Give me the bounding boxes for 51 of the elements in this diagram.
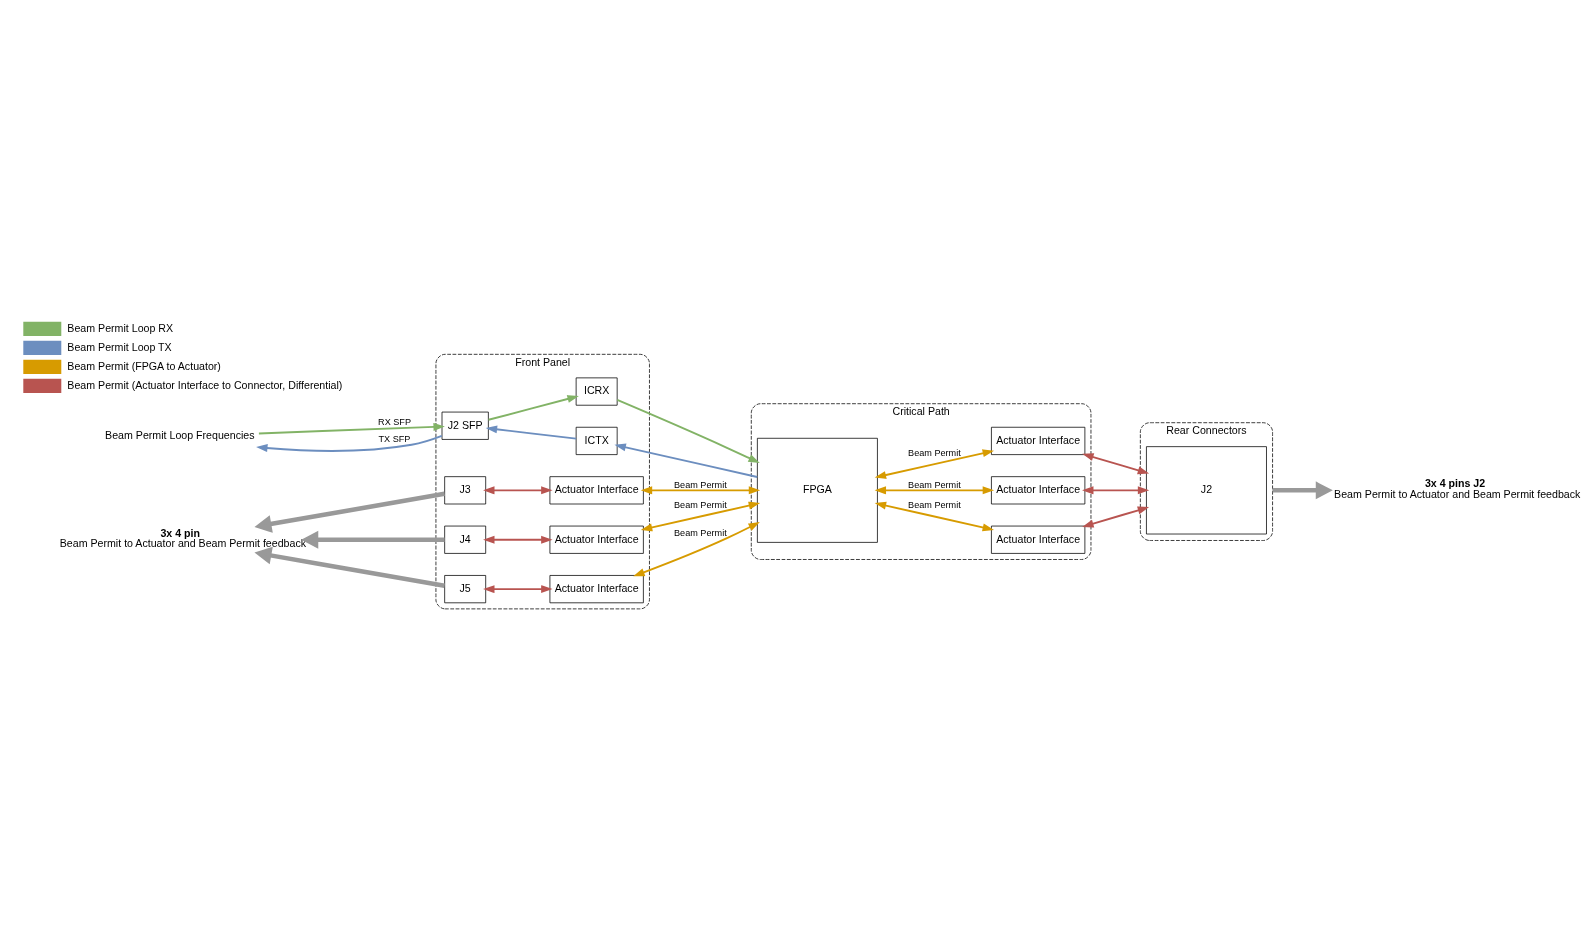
legend-label: Beam Permit Loop RX [67, 321, 174, 334]
arrow [301, 530, 445, 549]
edge-label: Beam Permit [674, 479, 727, 490]
arrow [485, 424, 577, 440]
arrow [616, 398, 760, 463]
node-box: Actuator Interface [549, 525, 644, 554]
arrow [254, 546, 445, 588]
arrow [483, 535, 553, 544]
arrow [874, 501, 995, 531]
node-box: J2 SFP [441, 411, 489, 440]
node-box: J3 [444, 475, 487, 504]
legend-label: Beam Permit (Actuator Interface to Connector, Differential) [67, 378, 343, 391]
node-box: J2 [1146, 445, 1267, 534]
edge-label: Beam Permit [674, 527, 727, 538]
node-box: Actuator Interface [991, 426, 1086, 455]
arrow [640, 485, 761, 494]
node-box: Actuator Interface [549, 475, 644, 504]
arrow [640, 501, 761, 531]
edge-label: Beam Permit [908, 447, 961, 458]
node-box: ICTX [575, 426, 618, 455]
node-box: Actuator Interface [991, 475, 1086, 504]
edge-label: Beam Permit [674, 499, 727, 510]
arrow [1272, 480, 1333, 499]
arrow [257, 422, 445, 434]
node-box: Actuator Interface [991, 525, 1086, 554]
arrow [1082, 485, 1150, 494]
node-box: ICRX [575, 377, 618, 406]
node-box: Actuator Interface [549, 574, 644, 603]
arrow [256, 434, 443, 452]
edge-label: Beam Permit [908, 499, 961, 510]
node-box: J4 [444, 525, 487, 554]
arrow [1082, 452, 1150, 474]
arrow [487, 394, 579, 421]
arrow [614, 442, 759, 478]
arrow [874, 485, 995, 494]
arrow [1082, 506, 1150, 527]
node-text: 3x 4 pins J2 Beam Permit to Actuator and Beam Permit feedback [1334, 476, 1581, 500]
edge-label: RX SFP [378, 416, 411, 427]
node-box: FPGA [757, 437, 878, 543]
node-text: Beam Permit Loop Frequencies [105, 428, 255, 441]
arrow [633, 521, 760, 576]
arrow [254, 491, 445, 533]
arrow [483, 485, 553, 494]
arrow [874, 448, 995, 479]
legend-label: Beam Permit (FPGA to Actuator) [67, 359, 221, 372]
edge-label: TX SFP [378, 433, 411, 444]
node-box: J5 [444, 574, 487, 603]
edge-label: Beam Permit [908, 479, 961, 490]
node-text: 3x 4 pin Beam Permit to Actuator and Beam Permit feedback [59, 526, 307, 549]
legend-label: Beam Permit Loop TX [67, 340, 172, 353]
arrow [483, 584, 553, 593]
